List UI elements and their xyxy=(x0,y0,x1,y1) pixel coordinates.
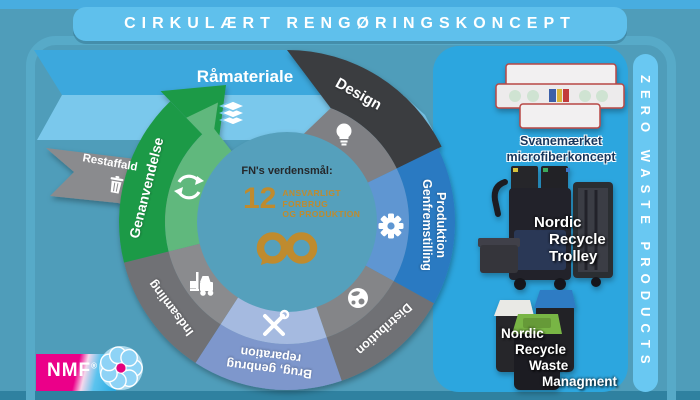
layers-icon xyxy=(219,100,247,126)
wheel-center-circle xyxy=(197,132,377,312)
product-label-trolley-line3: Trolley xyxy=(549,248,598,265)
microfiber-product-image xyxy=(495,63,625,129)
band-label-ramateriale: Råmateriale xyxy=(196,67,294,86)
zero-waste-strip: ZERO WASTE PRODUCTS xyxy=(633,54,658,392)
zero-waste-label: ZERO WASTE PRODUCTS xyxy=(638,75,653,371)
infinity-icon xyxy=(256,232,318,265)
tools-icon xyxy=(263,309,290,336)
product-label-bins-line4: Managment xyxy=(542,374,618,389)
un-goal-heading: FN's verdensmål: xyxy=(241,165,333,177)
header-banner: CIRKULÆRT RENGØRINGSKONCEPT xyxy=(73,7,627,41)
segment-distribution-outer xyxy=(326,281,434,381)
registered-mark: ® xyxy=(91,361,99,371)
sdg-goal-number: 12 xyxy=(243,182,277,215)
globe-icon xyxy=(348,288,368,308)
flower-icon xyxy=(99,346,143,390)
waste-bins-product-image xyxy=(494,290,576,390)
nmf-logo-text: NMF xyxy=(47,360,92,381)
gear-icon xyxy=(378,213,404,239)
bottom-edge-strip xyxy=(0,391,700,400)
segment-genanvendelse-inner xyxy=(164,125,233,252)
product-label-microfiber: Svanemærket microfiberkoncept xyxy=(506,134,616,165)
circular-wheel xyxy=(119,50,455,390)
product-label-trolley-line2: Recycle xyxy=(549,231,606,248)
segment-design-outer xyxy=(287,50,442,169)
product-label-bins-line1: Nordic xyxy=(501,326,544,341)
trolley-product-image xyxy=(478,166,613,290)
segment-brug-outer xyxy=(195,324,342,390)
page-title: CIRKULÆRT RENGØRINGSKONCEPT xyxy=(124,15,576,32)
sdg-goal-line: OG PRODUKTION xyxy=(282,209,361,220)
segment-brug-inner xyxy=(220,295,327,345)
product-label-trolley-line1: Nordic xyxy=(534,214,582,231)
top-edge-strip xyxy=(0,0,700,9)
segment-genanvendelse-outer xyxy=(119,101,203,263)
trash-icon xyxy=(110,175,124,194)
recycle-icon xyxy=(174,174,204,200)
segment-indsamling-outer xyxy=(124,251,221,363)
segment-design-inner xyxy=(302,108,397,184)
forklift-icon xyxy=(190,272,214,296)
sdg-goal-block: 12 ANSVARLIGT FORBRUG OG PRODUKTION xyxy=(243,182,361,220)
sdg-goal-line: FORBRUG xyxy=(282,198,329,209)
segment-produktion-outer xyxy=(393,148,455,304)
product-label-bins-line2: Recycle xyxy=(515,342,567,357)
sdg-goal-line: ANSVARLIGT xyxy=(282,188,341,198)
segment-label-produktion: Produktion Genfremstilling xyxy=(420,179,448,271)
product-label-bins-line3: Waste xyxy=(529,358,569,373)
lightbulb-icon xyxy=(336,123,352,146)
